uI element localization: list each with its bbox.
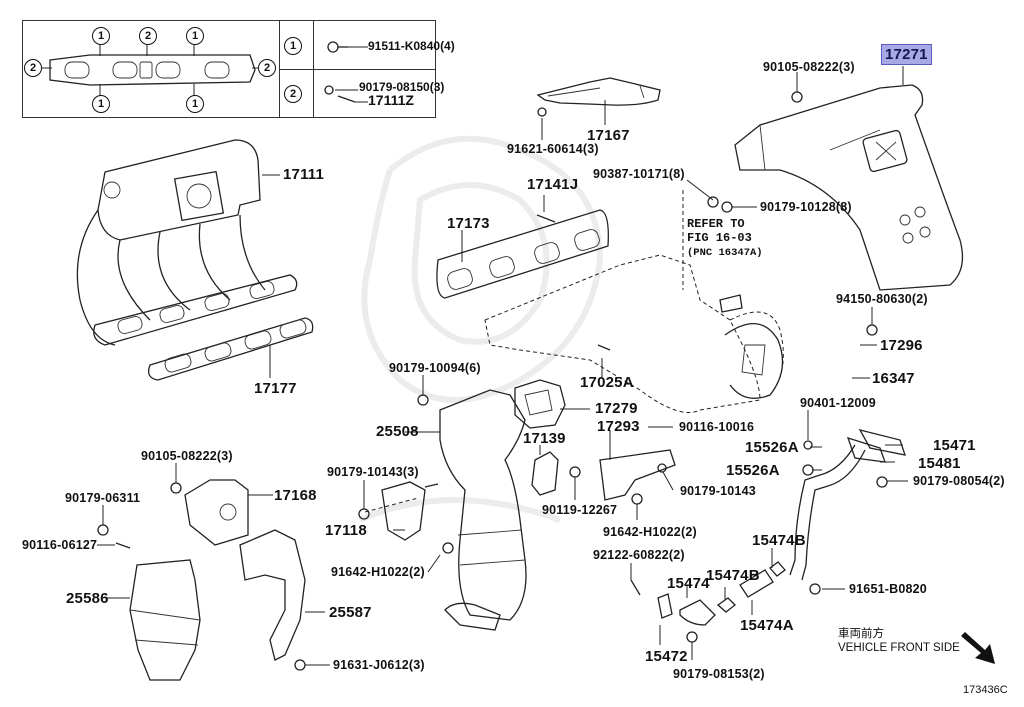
insulator-17167	[536, 77, 661, 106]
pipe-15481	[789, 429, 906, 581]
plate-17139	[531, 451, 559, 496]
part-label[interactable]: 25586	[66, 590, 109, 607]
part-label[interactable]: 90179-06311	[65, 491, 141, 505]
part-label[interactable]: 91642-H1022(2)	[603, 525, 697, 539]
legend-part-label[interactable]: 90179-08150(3)	[359, 80, 445, 94]
callout-circle: 1	[186, 95, 204, 113]
part-label[interactable]: 90179-08054(2)	[913, 474, 1005, 488]
bracket-17118	[364, 481, 426, 541]
part-label[interactable]: 16347	[872, 370, 915, 387]
part-label[interactable]: 90105-08222(3)	[763, 60, 855, 74]
gasket-17279	[514, 379, 566, 429]
callout-circle: 1	[92, 27, 110, 45]
part-label[interactable]: 15526A	[745, 439, 799, 456]
legend-key-circle: 2	[284, 85, 302, 103]
callout-circle: 1	[186, 27, 204, 45]
intake-manifold-17111	[76, 139, 298, 346]
part-label[interactable]: 17111	[283, 166, 325, 183]
refer-note-line: FIG 16-03	[687, 231, 752, 245]
refer-note: REFER TO FIG 16-03 (PNC 16347A)	[687, 217, 763, 260]
part-label[interactable]: 90116-06127	[22, 538, 98, 552]
part-label[interactable]: 15471	[933, 437, 976, 454]
part-label[interactable]: 91621-60614(3)	[507, 142, 599, 156]
part-label[interactable]: 90401-12009	[800, 396, 876, 410]
legend-key-circle: 1	[284, 37, 302, 55]
part-label[interactable]: 90105-08222(3)	[141, 449, 233, 463]
part-label[interactable]: 17141J	[527, 176, 579, 193]
refer-note-line: REFER TO	[687, 217, 745, 231]
insulator-17168	[184, 479, 249, 546]
part-label[interactable]: 17177	[254, 380, 297, 397]
legend-box	[22, 20, 436, 118]
callout-circle: 2	[24, 59, 42, 77]
part-label[interactable]: 17025A	[580, 374, 634, 391]
insulator-17271	[734, 84, 964, 291]
figure-number: 173436C	[963, 684, 1008, 696]
part-label[interactable]: 17139	[523, 430, 566, 447]
part-label-highlighted[interactable]: 17271	[881, 44, 932, 65]
callout-circle: 2	[139, 27, 157, 45]
insulator-25587	[239, 529, 306, 661]
part-label[interactable]: 17167	[587, 127, 630, 144]
legend-divider	[279, 69, 435, 70]
part-label[interactable]: 91651-B0820	[849, 582, 927, 596]
converter-25508	[439, 389, 527, 631]
part-label[interactable]: 90179-10143	[680, 484, 756, 498]
vehicle-front-english: VEHICLE FRONT SIDE	[838, 642, 960, 654]
part-label[interactable]: 90119-12267	[542, 503, 618, 517]
part-label[interactable]: 15474A	[740, 617, 794, 634]
part-label[interactable]: 15474	[667, 575, 710, 592]
part-label[interactable]: 90387-10171(8)	[593, 167, 685, 181]
part-label[interactable]: 90179-10143(3)	[327, 465, 419, 479]
fasteners	[97, 91, 888, 671]
part-label[interactable]: 17168	[274, 487, 317, 504]
legend-part-label[interactable]: 17111Z	[368, 92, 414, 108]
part-label[interactable]: 17296	[880, 337, 923, 354]
part-label[interactable]: 94150-80630(2)	[836, 292, 928, 306]
part-label[interactable]: 91631-J0612(3)	[333, 658, 425, 672]
leader-lines	[97, 66, 908, 666]
part-label[interactable]: 25587	[329, 604, 372, 621]
part-label[interactable]: 17279	[595, 400, 638, 417]
part-label[interactable]: 25508	[376, 423, 419, 440]
part-label[interactable]: 90179-10128(8)	[760, 200, 852, 214]
part-label[interactable]: 17173	[447, 215, 490, 232]
gasket-17173	[436, 209, 609, 299]
vehicle-front-note: 車両前方 VEHICLE FRONT SIDE	[838, 627, 960, 655]
part-label[interactable]: 17118	[325, 522, 367, 539]
insulator-25586	[129, 559, 201, 681]
legend-gasket	[40, 41, 368, 103]
legend-part-label[interactable]: 91511-K0840(4)	[368, 39, 455, 53]
part-label[interactable]: 15474B	[752, 532, 806, 549]
bracket-17293	[599, 449, 676, 501]
part-label[interactable]: 92122-60822(2)	[593, 548, 685, 562]
callout-circle: 1	[92, 95, 110, 113]
part-label[interactable]: 91642-H1022(2)	[331, 565, 425, 579]
part-label[interactable]: 15472	[645, 648, 688, 665]
part-label[interactable]: 15474B	[706, 567, 760, 584]
part-label[interactable]: 15526A	[726, 462, 780, 479]
arrow-down-right-icon	[961, 632, 995, 664]
exhaust-manifold-turbo	[484, 254, 784, 413]
gasket-17177	[147, 317, 314, 381]
part-label[interactable]: 90179-10094(6)	[389, 361, 481, 375]
part-label[interactable]: 15481	[918, 455, 961, 472]
part-label[interactable]: 90116-10016	[679, 420, 755, 434]
watermark	[358, 135, 604, 523]
callout-circle: 2	[258, 59, 276, 77]
vehicle-front-japanese: 車両前方	[838, 628, 884, 640]
refer-note-line: (PNC 16347A)	[687, 247, 763, 259]
part-label[interactable]: 17293	[597, 418, 640, 435]
part-label[interactable]: 90179-08153(2)	[673, 667, 765, 681]
water-hose-parts	[657, 561, 786, 626]
